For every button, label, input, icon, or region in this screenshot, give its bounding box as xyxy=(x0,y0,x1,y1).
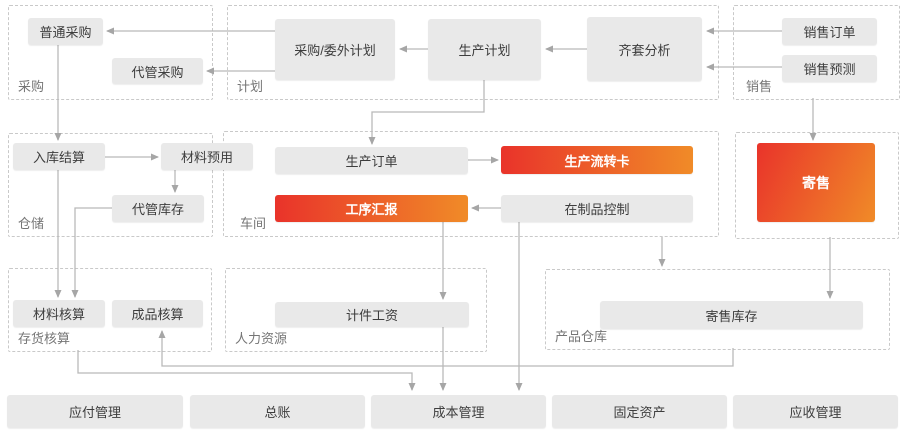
node-sales-forecast[interactable]: 销售预测 xyxy=(782,55,877,82)
group-sales-label: 销售 xyxy=(746,79,773,94)
group-product-warehouse-label: 产品仓库 xyxy=(555,329,608,344)
node-kitting-analysis[interactable]: 齐套分析 xyxy=(587,17,702,81)
node-cost-management[interactable]: 成本管理 xyxy=(371,395,546,428)
node-sales-order[interactable]: 销售订单 xyxy=(782,18,877,45)
node-consignment-stock[interactable]: 寄售库存 xyxy=(600,301,863,329)
node-process-report[interactable]: 工序汇报 xyxy=(275,195,468,222)
node-finished-goods-accounting[interactable]: 成品核算 xyxy=(112,300,203,327)
group-purchase: 采购 xyxy=(8,5,213,100)
node-ordinary-purchase[interactable]: 普通采购 xyxy=(28,18,103,45)
node-material-preuse[interactable]: 材料预用 xyxy=(161,143,253,170)
node-material-accounting[interactable]: 材料核算 xyxy=(13,300,105,327)
group-purchase-label: 采购 xyxy=(18,79,45,94)
node-consigned-stock[interactable]: 代管库存 xyxy=(112,195,204,222)
node-general-ledger[interactable]: 总账 xyxy=(190,395,365,428)
node-purchase-outsourcing-plan[interactable]: 采购/委外计划 xyxy=(275,19,395,80)
node-production-flow-card[interactable]: 生产流转卡 xyxy=(501,146,693,174)
node-ap-management[interactable]: 应付管理 xyxy=(7,395,183,428)
group-hr-label: 人力资源 xyxy=(235,331,288,346)
node-production-order[interactable]: 生产订单 xyxy=(275,147,468,174)
node-fixed-assets[interactable]: 固定资产 xyxy=(552,395,727,428)
group-plan-label: 计划 xyxy=(237,79,264,94)
group-inventory-accounting-label: 存货核算 xyxy=(18,331,71,346)
node-ar-management[interactable]: 应收管理 xyxy=(733,395,898,428)
node-consignment[interactable]: 寄售 xyxy=(757,143,875,222)
node-consigned-purchase[interactable]: 代管采购 xyxy=(112,58,203,84)
group-sales: 销售 xyxy=(733,5,900,100)
group-warehouse-label: 仓储 xyxy=(18,216,45,231)
group-consignment-area xyxy=(735,132,899,239)
node-inbound-settlement[interactable]: 入库结算 xyxy=(13,143,105,170)
node-piecework-wage[interactable]: 计件工资 xyxy=(275,302,469,327)
group-workshop-label: 车间 xyxy=(240,216,267,231)
node-wip-control[interactable]: 在制品控制 xyxy=(501,195,693,222)
node-production-plan[interactable]: 生产计划 xyxy=(428,19,541,80)
